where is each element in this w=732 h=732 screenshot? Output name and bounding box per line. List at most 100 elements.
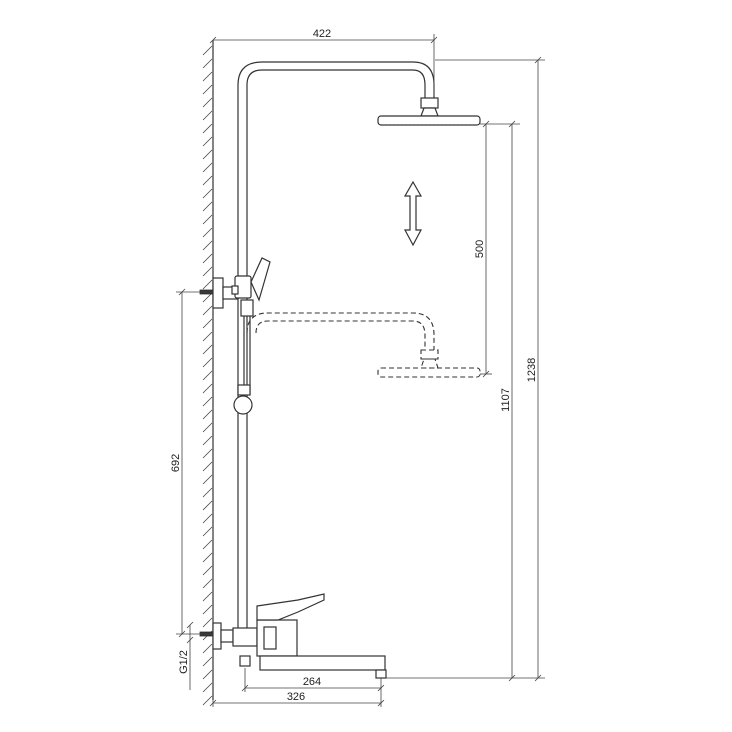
shower-head-upper: [377, 97, 481, 126]
top-arm-outer: [237, 61, 435, 98]
mixer-assembly: [199, 593, 387, 679]
hand-shower-handle-top: [240, 299, 254, 317]
mixer-nut: [232, 627, 258, 647]
slide-arrow-icon: [403, 180, 423, 247]
mixer-eccentric: [220, 629, 234, 643]
head-connector: [420, 97, 439, 109]
dimension-lines: [176, 34, 545, 707]
hatch-stroke: [202, 266, 213, 277]
hand-shower-head: [250, 257, 271, 302]
bracket-plate: [212, 277, 224, 309]
hatch-stroke: [202, 188, 213, 199]
hatch-stroke: [202, 474, 213, 485]
hose-connector: [237, 384, 251, 396]
hatch-stroke: [202, 279, 213, 290]
dim-ticks-500: [482, 120, 490, 378]
hatch-stroke: [202, 370, 213, 381]
dimension-labels: 422 1238 1107 500 692 G1/2 264 326: [170, 28, 538, 703]
hatch-stroke: [202, 344, 213, 355]
hatch-stroke: [202, 409, 213, 420]
hatch-stroke: [202, 461, 213, 472]
hand-shower-hose: [243, 316, 251, 395]
hatch-stroke: [202, 253, 213, 264]
spout-aerator: [375, 669, 387, 679]
hand-shower: [231, 257, 271, 415]
wall: [202, 40, 214, 706]
label-spout-reach: 264: [303, 676, 321, 688]
hatch-stroke: [202, 591, 213, 602]
hatch-stroke: [202, 617, 213, 628]
label-slide-travel: 500: [474, 240, 486, 258]
hatch-stroke: [202, 643, 213, 654]
hatch-stroke: [202, 84, 213, 95]
wall-hatching: [202, 45, 213, 706]
lower-head-neck: [420, 358, 439, 369]
hatch-stroke: [202, 97, 213, 108]
dim-ticks-g12: [186, 621, 194, 644]
holder-knob: [231, 285, 239, 295]
head-neck: [420, 107, 439, 117]
hatch-stroke: [202, 305, 213, 316]
hatch-stroke: [202, 682, 213, 693]
bath-spout: [259, 655, 386, 671]
hatch-stroke: [202, 669, 213, 680]
hatch-stroke: [202, 136, 213, 147]
dim-ticks-326: [209, 699, 385, 707]
hatch-stroke: [202, 513, 213, 524]
hatch-stroke: [202, 240, 213, 251]
mixer-lever-handle: [256, 593, 325, 621]
hatch-stroke: [202, 71, 213, 82]
mixer-body: [256, 619, 298, 657]
hatch-stroke: [202, 565, 213, 576]
dim-ticks-264: [241, 684, 385, 692]
hatch-stroke: [202, 487, 213, 498]
hatch-stroke: [202, 656, 213, 667]
hatch-stroke: [202, 331, 213, 342]
shower-head-lower-position: [246, 312, 481, 378]
diverter-knob: [233, 395, 253, 415]
hatch-stroke: [202, 396, 213, 407]
double-arrow-icon: [403, 180, 423, 247]
mixer-outlet: [239, 655, 251, 667]
lower-arm-inner: [255, 320, 426, 350]
lower-head-connector: [420, 349, 439, 360]
hatch-stroke: [202, 357, 213, 368]
hatch-stroke: [202, 58, 213, 69]
hatch-stroke: [202, 604, 213, 615]
dim-ticks-692: [178, 288, 186, 638]
hatch-stroke: [202, 45, 213, 56]
hatch-stroke: [202, 578, 213, 589]
label-connection-thread: G1/2: [178, 650, 190, 674]
lower-head-plate: [377, 367, 481, 378]
mixer-cartridge: [263, 626, 277, 650]
hatch-stroke: [202, 214, 213, 225]
label-mixer-depth: 326: [287, 691, 305, 703]
label-top-width: 422: [313, 28, 331, 40]
hatch-stroke: [202, 175, 213, 186]
hatch-stroke: [202, 539, 213, 550]
hatch-stroke: [202, 526, 213, 537]
hatch-stroke: [202, 448, 213, 459]
hatch-stroke: [202, 552, 213, 563]
hatch-stroke: [202, 162, 213, 173]
head-plate: [377, 115, 481, 126]
hatch-stroke: [202, 201, 213, 212]
hatch-stroke: [202, 227, 213, 238]
label-bracket-height: 692: [170, 454, 182, 472]
label-head-height-high: 1238: [526, 358, 538, 382]
hatch-stroke: [202, 149, 213, 160]
hatch-stroke: [202, 110, 213, 121]
hatch-stroke: [202, 500, 213, 511]
hatch-stroke: [202, 422, 213, 433]
label-head-height-low: 1107: [500, 388, 512, 412]
hatch-stroke: [202, 383, 213, 394]
top-arm-inner: [246, 69, 426, 98]
lower-arm-outer: [246, 312, 435, 350]
hatch-stroke: [202, 435, 213, 446]
hatch-stroke: [202, 123, 213, 134]
hatch-stroke: [202, 318, 213, 329]
dim-ticks-top-width: [209, 36, 438, 44]
hatch-stroke: [202, 695, 213, 706]
